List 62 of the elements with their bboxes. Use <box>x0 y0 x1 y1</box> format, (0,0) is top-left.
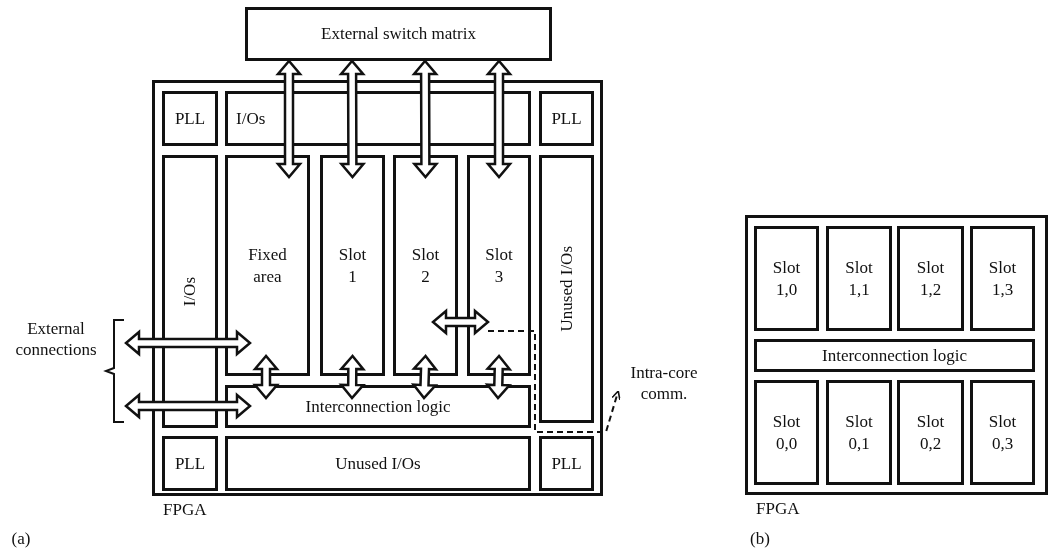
chip-caption: FPGA <box>756 498 800 520</box>
block-label: Interconnection logic <box>822 344 967 367</box>
block-label: Slot 0,1 <box>845 411 873 454</box>
slot-block <box>897 226 964 331</box>
interconnect-block <box>225 385 531 428</box>
double-arrow <box>411 59 440 179</box>
block-label: Slot 3 <box>485 244 513 287</box>
block-label: Slot 0,0 <box>772 411 801 454</box>
double-arrow <box>124 329 252 357</box>
block-label: PLL <box>551 452 582 475</box>
block-label: Interconnection logic <box>305 395 451 418</box>
block-label: Slot 1 <box>338 244 367 287</box>
slot-block <box>970 226 1035 331</box>
pll-block <box>539 91 594 146</box>
io-block <box>225 436 531 491</box>
block-label: Slot 1,1 <box>845 257 873 300</box>
double-arrow <box>124 392 252 420</box>
slot-block <box>826 226 892 331</box>
interconnect-block <box>754 339 1035 372</box>
io-block <box>162 155 218 428</box>
chip-caption: FPGA <box>163 499 207 521</box>
pll-block <box>539 436 594 491</box>
double-arrow <box>431 308 490 336</box>
slot-block <box>826 380 892 485</box>
block-label: Slot 2 <box>411 244 440 287</box>
block-label: Unused I/Os <box>555 246 577 332</box>
double-arrow <box>484 354 513 400</box>
block-label: External switch matrix <box>321 23 476 45</box>
double-arrow <box>275 59 303 179</box>
block-label: PLL <box>551 107 582 130</box>
pll-block <box>162 91 218 146</box>
block-label: Fixed area <box>248 244 287 287</box>
slot-block <box>897 380 964 485</box>
switch-matrix-box <box>245 7 552 61</box>
double-arrow <box>485 59 513 179</box>
io-block <box>539 155 594 423</box>
double-arrow <box>252 354 280 400</box>
pll-block <box>162 436 218 491</box>
block-label: PLL <box>174 452 206 475</box>
panel-label: (b) <box>749 528 771 550</box>
block-label: Slot 1,0 <box>772 257 801 300</box>
block-label: I/Os <box>179 276 201 307</box>
block-label: Slot 0,3 <box>988 411 1017 454</box>
slot-block <box>754 226 819 331</box>
block-label: Slot 1,2 <box>916 257 945 300</box>
double-arrow <box>338 59 367 179</box>
block-label: Slot 1,3 <box>988 257 1017 300</box>
block-label: Slot 0,2 <box>916 411 945 454</box>
slot-block <box>393 155 458 376</box>
slot-block <box>467 155 531 376</box>
block-label: Unused I/Os <box>335 452 421 475</box>
double-arrow <box>338 354 366 400</box>
slot-block <box>754 380 819 485</box>
slot-block <box>320 155 385 376</box>
fixed-area-block <box>225 155 310 376</box>
block-label: I/Os <box>236 107 266 130</box>
double-arrow <box>410 354 439 400</box>
block-label: PLL <box>174 107 206 130</box>
external-connections-label: External connections <box>14 318 98 361</box>
slot-block <box>970 380 1035 485</box>
panel-label: (a) <box>10 528 32 550</box>
callout-text: Intra-core comm. <box>624 362 704 405</box>
